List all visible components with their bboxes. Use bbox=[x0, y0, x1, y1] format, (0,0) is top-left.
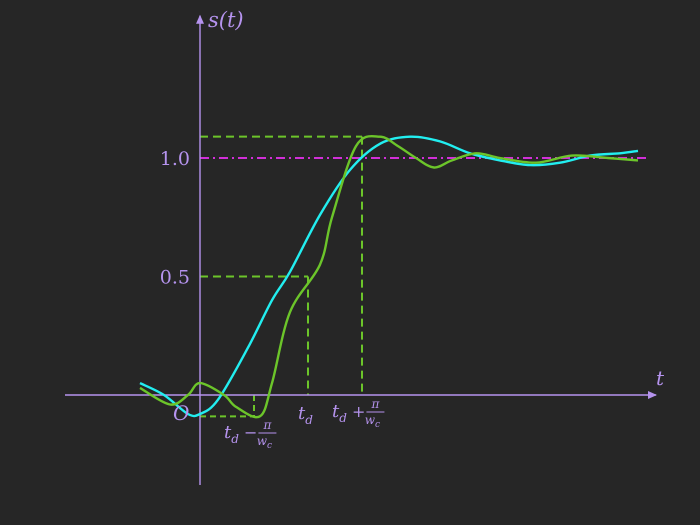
guide-lines bbox=[200, 135, 650, 418]
y-axis-label: s(t) bbox=[208, 8, 244, 32]
x-tick-text: td bbox=[298, 403, 313, 427]
fraction-denominator: wc bbox=[365, 413, 380, 430]
x-tick-text: td − bbox=[224, 422, 257, 446]
x-tick-text: td + bbox=[332, 401, 365, 425]
y-tick-label: 0.5 bbox=[160, 267, 190, 289]
series-line-0 bbox=[139, 135, 639, 418]
x-axis-label: t bbox=[656, 366, 665, 390]
x-tick-label-td-minus: td − π wc bbox=[224, 418, 277, 451]
x-tick-label-td-plus: td + π wc bbox=[332, 397, 385, 430]
fraction-numerator: π bbox=[262, 418, 272, 432]
fraction-denominator: wc bbox=[257, 434, 272, 451]
y-tick-label: 1.0 bbox=[160, 148, 190, 170]
series-layer bbox=[139, 134, 639, 419]
x-tick-label-td: td bbox=[298, 403, 313, 427]
origin-label: O bbox=[173, 401, 189, 425]
fraction-numerator: π bbox=[370, 397, 380, 411]
series-line-1 bbox=[139, 134, 639, 419]
